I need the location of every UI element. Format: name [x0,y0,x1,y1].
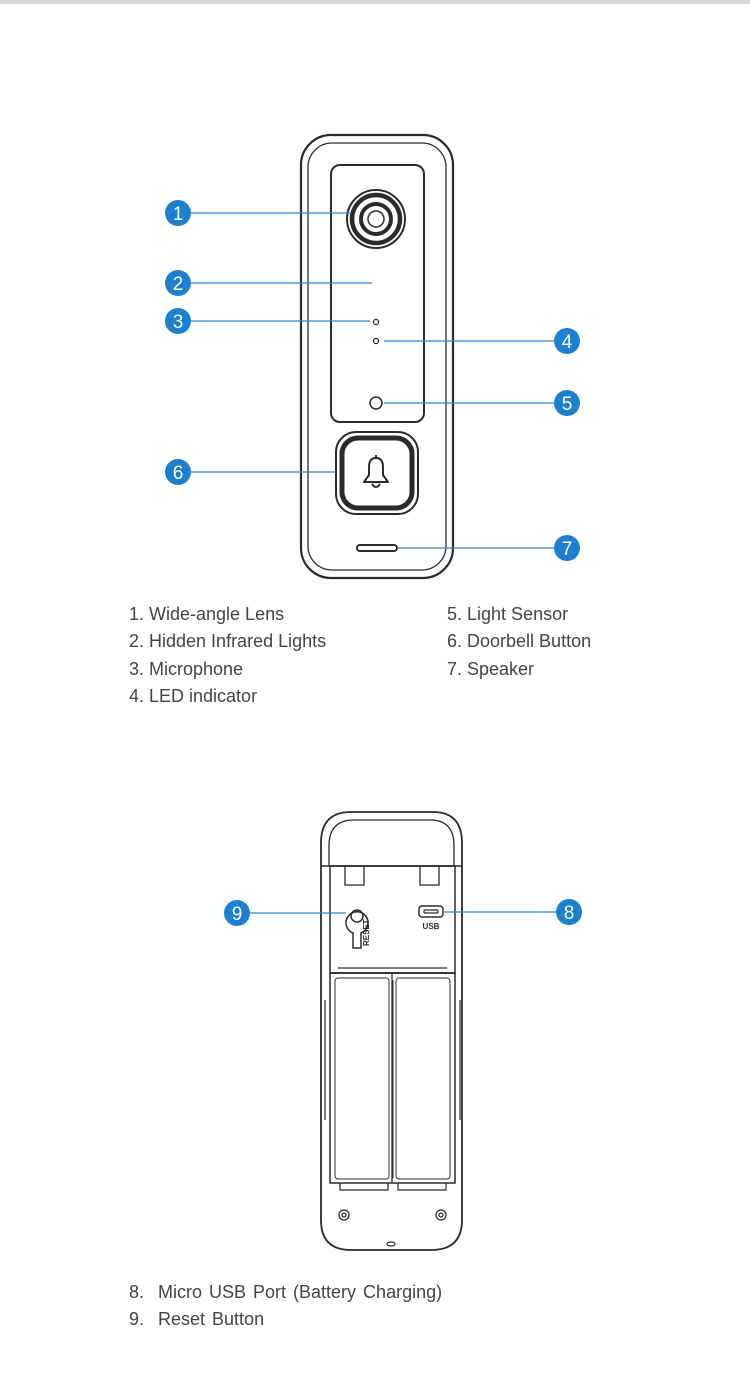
screw-icon [338,1209,447,1221]
callout-5: 5 [554,390,580,416]
svg-text:4: 4 [562,332,573,353]
light-sensor-icon [369,396,383,410]
leader-lines [191,212,554,549]
callout-9: 9 [224,900,250,926]
legend-item-hidden-infrared-lights: 2. Hidden Infrared Lights [129,631,327,652]
battery-compartment [324,972,461,1184]
bottom-hole-icon [386,1241,396,1247]
reset-button-icon [345,909,369,949]
speaker-grille-icon [356,544,398,552]
svg-text:8: 8 [564,903,575,924]
microphone-hole-icon [372,318,380,326]
callout-8: 8 [556,899,582,925]
wide-angle-lens-icon [346,189,406,249]
front-legend-right: 5. Light Sensor 6. Doorbell Button 7. Sp… [447,601,591,683]
callout-6: 6 [165,459,191,485]
front-legend-left: 1. Wide-angle Lens 2. Hidden Infrared Li… [129,601,326,710]
svg-text:1: 1 [173,204,184,225]
doorbell-button-icon [335,431,419,515]
back-view-diagram: RESET USB 9 8 [224,811,582,1251]
legend-item-reset-button: 9. Reset Button [129,1309,265,1330]
legend-item-led-indicator: 4. LED indicator [129,685,258,706]
micro-usb-port-icon [418,905,444,918]
leader-lines-back [250,911,556,914]
front-view-diagram: 1 2 3 4 5 6 7 [165,133,580,580]
back-legend: 8. Micro USB Port (Battery Charging) 9. … [129,1279,442,1334]
top-divider [0,0,750,4]
legend-item-micro-usb-port: 8. Micro USB Port (Battery Charging) [129,1282,443,1302]
svg-text:3: 3 [173,312,184,333]
legend-item-speaker: 7. Speaker [447,658,535,679]
svg-text:7: 7 [562,539,573,560]
bell-icon [363,455,389,488]
svg-text:2: 2 [173,274,184,295]
legend-item-doorbell-button: 6. Doorbell Button [447,631,592,652]
doorbell-front-body [299,133,455,580]
callout-7: 7 [554,535,580,561]
svg-text:9: 9 [232,904,243,925]
svg-text:6: 6 [173,463,184,484]
callout-1: 1 [165,200,191,226]
svg-text:5: 5 [562,394,573,415]
legend-item-light-sensor: 5. Light Sensor [447,604,569,624]
usb-label: USB [423,922,440,931]
legend-item-wide-angle-lens: 1. Wide-angle Lens [129,604,285,624]
legend-item-microphone: 3. Microphone [129,658,244,679]
callout-2: 2 [165,270,191,296]
led-indicator-icon [372,337,380,345]
battery-contacts [339,1183,447,1191]
callout-4: 4 [554,328,580,354]
callout-3: 3 [165,308,191,334]
battery-cover-plate [329,865,456,974]
reset-label: RESET [362,919,371,946]
